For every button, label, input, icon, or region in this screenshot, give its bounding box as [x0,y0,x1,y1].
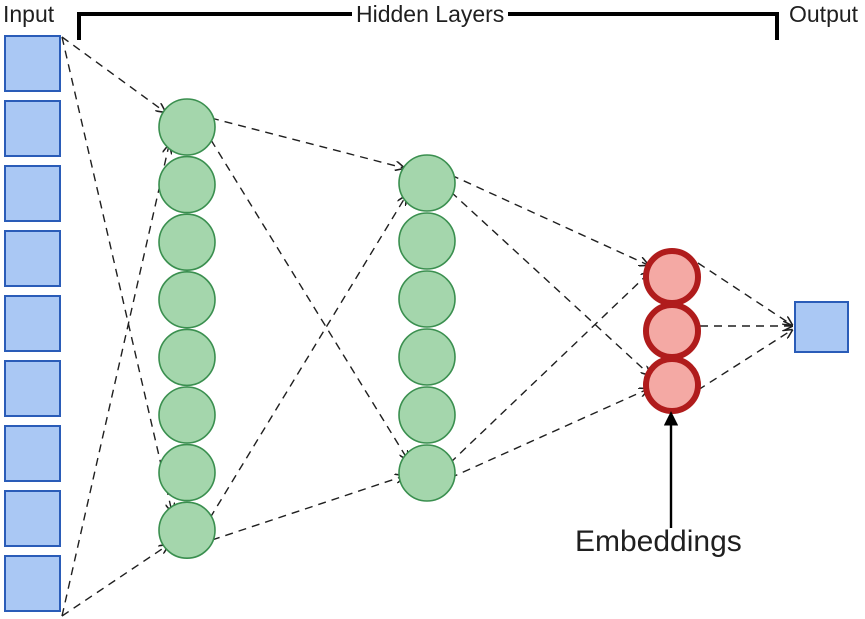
hidden-layer-1-node-4 [158,270,216,329]
connection-line [449,272,650,464]
connection-line [61,36,165,112]
hidden-layer-2-node-6 [398,444,456,502]
connection-line [449,389,648,479]
hidden-layers-label: Hidden Layers [352,3,509,26]
hidden-layer-1-node-1 [158,98,216,156]
embeddings-node-2 [643,302,701,360]
connection-line [61,545,168,617]
hidden-layer-1-node-3 [158,213,216,271]
hidden-layer-1-node-7 [158,443,216,502]
input-node-5 [4,295,61,352]
input-node-1 [4,35,61,92]
connection-line [61,36,172,512]
input-node-2 [4,100,61,157]
hidden-layer-2-node-5 [398,386,456,444]
embeddings-node-1 [643,248,701,306]
connection-line [450,174,648,265]
hidden-layer-1-node-2 [158,155,216,214]
connection-line [209,196,406,519]
connection-line [697,330,792,391]
input-node-3 [4,165,61,222]
hidden-layer-2-node-4 [398,328,456,386]
hidden-layer-1-node-8 [158,501,216,560]
hidden-layer-2-node-1 [398,154,456,212]
connection-line [210,117,404,168]
output-node-1 [794,301,849,353]
connection-lines [61,36,792,617]
connection-line [697,262,792,325]
hidden-layer-2-node-3 [398,270,456,328]
input-node-9 [4,555,61,612]
embeddings-label: Embeddings [575,525,742,558]
output-layer-label: Output [789,1,859,27]
embeddings-node-3 [643,356,701,414]
connection-line [210,139,408,460]
input-layer-label: Input [3,1,55,27]
hidden-layer-1-node-5 [158,328,216,387]
connection-line [450,191,650,375]
input-node-7 [4,425,61,482]
connection-line [211,476,404,541]
connection-line [61,145,169,617]
input-node-4 [4,230,61,287]
layer-nodes [4,35,849,612]
hidden-layer-2-node-2 [398,212,456,270]
hidden-layer-1-node-6 [158,386,216,444]
input-node-6 [4,360,61,417]
input-node-8 [4,490,61,547]
